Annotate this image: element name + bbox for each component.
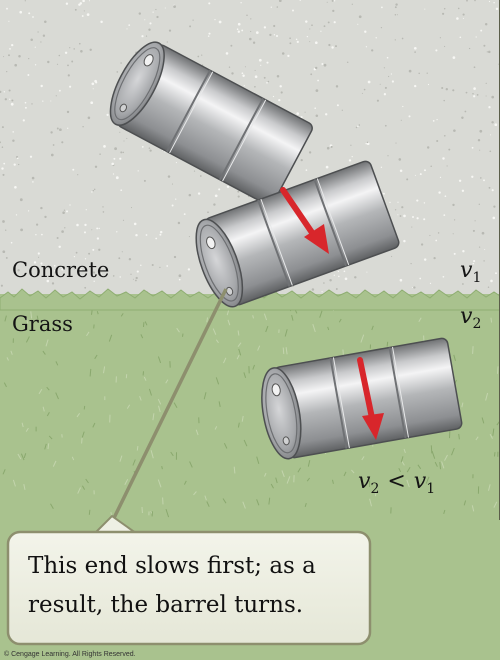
velocity-v1-label: v1 xyxy=(460,258,481,286)
callout-line-1: This end slows first; as a xyxy=(28,553,316,579)
velocity-arrow-grass xyxy=(357,357,384,440)
callout-box xyxy=(6,530,372,646)
velocity-comparison-label: v2<v1 xyxy=(358,469,435,497)
copyright-notice: © Cengage Learning. All Rights Reserved. xyxy=(4,650,136,658)
velocity-arrow-concrete xyxy=(280,187,329,254)
concrete-label: Concrete xyxy=(12,258,109,282)
barrel-concrete xyxy=(109,41,313,206)
grass-label: Grass xyxy=(12,312,73,336)
velocity-v2-label: v2 xyxy=(460,304,481,332)
callout-line-2: result, the barrel turns. xyxy=(28,592,303,618)
